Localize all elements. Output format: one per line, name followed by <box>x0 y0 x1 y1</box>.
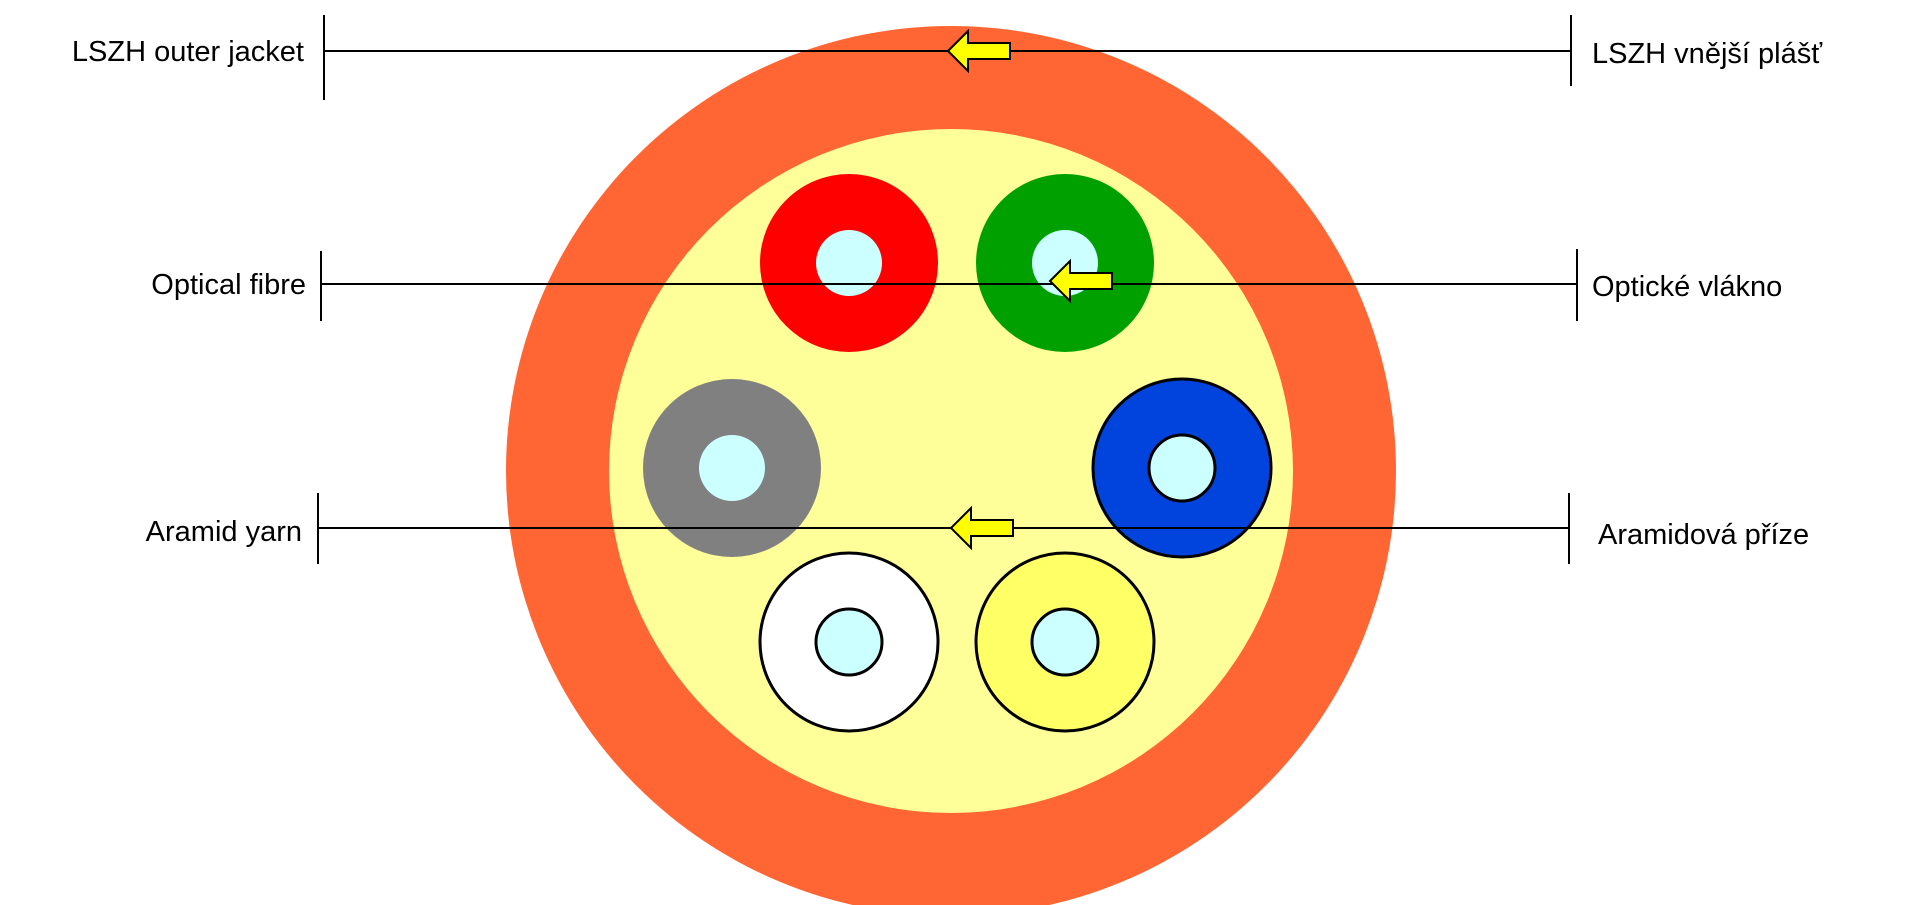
label-fibre-cs: Optické vlákno <box>1592 271 1783 303</box>
label-yarn-cs: Aramidová příze <box>1598 519 1810 551</box>
label-fibre-en: Optical fibre <box>151 269 306 301</box>
label-yarn-en: Aramid yarn <box>145 516 302 548</box>
fibre-white <box>758 551 940 733</box>
fibre-green <box>976 174 1154 352</box>
fibre-red <box>760 174 938 352</box>
arrow-left-icon <box>949 505 1014 551</box>
arrow-left-icon <box>1048 258 1113 304</box>
arrow-left-icon <box>946 28 1011 74</box>
label-jacket-cs: LSZH vnější plášť <box>1592 38 1823 70</box>
fibre-gray <box>643 379 821 557</box>
fibre-blue <box>1091 377 1273 559</box>
label-jacket-en: LSZH outer jacket <box>71 36 304 68</box>
fibre-yellow <box>974 551 1156 733</box>
